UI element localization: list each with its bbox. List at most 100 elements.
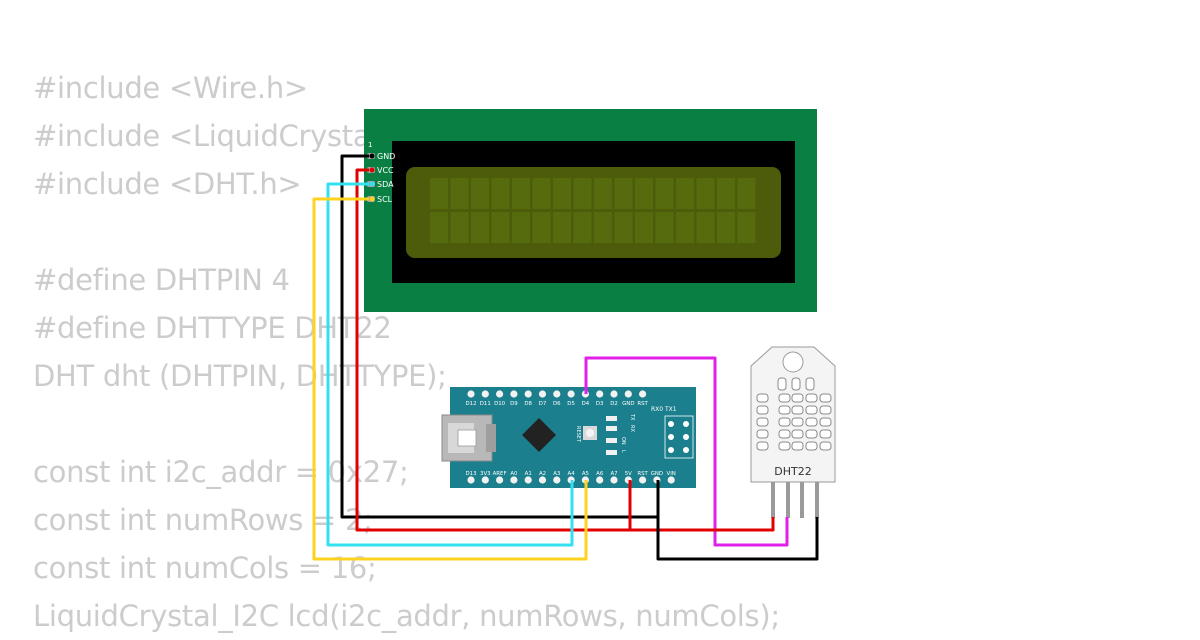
header-pin[interactable] bbox=[467, 390, 475, 398]
dht22-vent bbox=[756, 393, 769, 403]
wire-gnd-dht[interactable] bbox=[656, 490, 819, 561]
lcd-char-cell bbox=[512, 212, 530, 243]
header-pin[interactable] bbox=[639, 476, 647, 484]
dht22-vent bbox=[791, 429, 804, 439]
lcd-char-cell bbox=[676, 212, 694, 243]
microcontroller-chip bbox=[522, 418, 556, 452]
header-pin[interactable] bbox=[524, 476, 532, 484]
lcd-pin1-marker: 1 bbox=[368, 141, 372, 149]
header-pin[interactable] bbox=[596, 390, 604, 398]
header-pin[interactable] bbox=[553, 390, 561, 398]
header-pin[interactable] bbox=[510, 390, 518, 398]
header-pin[interactable] bbox=[596, 476, 604, 484]
code-line: DHT dht (DHTPIN, DHTTYPE); bbox=[33, 359, 447, 393]
lcd-char-cell bbox=[737, 178, 756, 209]
code-line: const int i2c_addr = 0x27; bbox=[33, 455, 409, 489]
dht22-vent bbox=[805, 393, 818, 403]
dht22-label: DHT22 bbox=[774, 465, 811, 478]
header-pin[interactable] bbox=[510, 476, 518, 484]
dht22-vent bbox=[805, 405, 818, 415]
dht22-vent bbox=[819, 405, 832, 415]
led-on bbox=[606, 438, 617, 443]
lcd-char-cell bbox=[553, 178, 571, 209]
header-pin-label: A6 bbox=[596, 471, 604, 477]
dht22-vent bbox=[778, 417, 791, 427]
lcd-char-cell bbox=[737, 212, 756, 243]
lcd-char-cell bbox=[635, 178, 653, 209]
code-line: #include <DHT.h> bbox=[33, 167, 302, 201]
wire-vcc-dht[interactable] bbox=[628, 517, 775, 532]
lcd-char-cell bbox=[635, 212, 653, 243]
led-label-tx: TX bbox=[629, 413, 635, 421]
reset-button[interactable] bbox=[583, 426, 597, 440]
wire-dht-data[interactable] bbox=[584, 356, 789, 547]
header-pin[interactable] bbox=[538, 476, 547, 484]
led-label-on: ON bbox=[620, 437, 626, 445]
header-pin-label: RST bbox=[637, 471, 648, 477]
header-pin[interactable] bbox=[553, 476, 561, 484]
header-pin-label: D6 bbox=[553, 401, 561, 407]
dht22-vent bbox=[778, 393, 791, 403]
wire-sda[interactable] bbox=[326, 182, 574, 547]
icsp-header bbox=[664, 415, 694, 459]
led-label-l: L bbox=[620, 450, 626, 453]
header-pin[interactable] bbox=[639, 390, 647, 398]
dht22-vent bbox=[805, 429, 818, 439]
code-line: LiquidCrystal_I2C lcd(i2c_addr, numRows,… bbox=[33, 599, 780, 633]
header-pin[interactable] bbox=[467, 476, 475, 484]
lcd-pin-label: SCL bbox=[377, 195, 393, 204]
header-pin[interactable] bbox=[624, 390, 632, 398]
lcd-char-cell bbox=[614, 178, 633, 209]
header-pin[interactable] bbox=[481, 390, 489, 398]
header-pin[interactable] bbox=[496, 390, 504, 398]
header-pin[interactable] bbox=[567, 390, 575, 398]
header-pin-label: D4 bbox=[582, 401, 590, 407]
lcd-char-cell bbox=[430, 212, 448, 243]
lcd-char-cell bbox=[696, 178, 715, 209]
lcd-pin-label: SDA bbox=[377, 180, 394, 189]
header-pin-label: A7 bbox=[610, 471, 617, 477]
lcd-char-cell bbox=[676, 178, 694, 209]
header-pin-label: D3 bbox=[596, 401, 604, 407]
code-line: #define DHTPIN 4 bbox=[33, 263, 290, 297]
dht22-vent bbox=[805, 441, 818, 451]
header-pin[interactable] bbox=[610, 390, 618, 398]
dht22-vent-grid bbox=[756, 377, 832, 451]
lcd-char-cell bbox=[512, 178, 530, 209]
lcd-char-cell bbox=[717, 178, 735, 209]
header-pin[interactable] bbox=[496, 476, 504, 484]
lcd-char-cell bbox=[471, 212, 489, 243]
header-pin[interactable] bbox=[524, 390, 532, 398]
lcd-char-cell bbox=[696, 212, 715, 243]
code-line: #include <Wire.h> bbox=[33, 71, 308, 105]
header-pin-label: 3V3 bbox=[480, 471, 491, 477]
header-pin-label: A3 bbox=[553, 471, 560, 477]
wire-vcc-lcd[interactable] bbox=[355, 168, 632, 532]
lcd-char-cell bbox=[450, 178, 469, 209]
header-pin-label: A1 bbox=[525, 471, 532, 477]
header-pin[interactable] bbox=[610, 476, 618, 484]
header-pin[interactable] bbox=[667, 476, 675, 484]
wire-scl[interactable] bbox=[312, 197, 588, 561]
header-pin-label: 5V bbox=[625, 471, 632, 477]
lcd-char-cell bbox=[594, 212, 612, 243]
wire-endpoints bbox=[369, 153, 375, 202]
dht22-mount-hole bbox=[782, 351, 804, 373]
header-pin[interactable] bbox=[538, 390, 547, 398]
dht22-vent bbox=[778, 429, 791, 439]
lcd-char-cell bbox=[471, 178, 489, 209]
header-pin-label: A2 bbox=[539, 471, 546, 477]
lcd-char-cell bbox=[594, 178, 612, 209]
lcd-char-cell bbox=[430, 178, 448, 209]
header-pin-label: A4 bbox=[568, 471, 576, 477]
dht22-vent bbox=[805, 417, 818, 427]
header-pin[interactable] bbox=[481, 476, 489, 484]
dht22-vent bbox=[791, 393, 804, 403]
lcd-module[interactable]: 1 GND VCC SDA SCL bbox=[364, 109, 817, 312]
led-tx bbox=[606, 416, 617, 421]
lcd-pin-label: GND bbox=[377, 152, 395, 161]
header-pin-label: VIN bbox=[667, 471, 676, 477]
dht22-sensor[interactable]: DHT22 bbox=[750, 346, 836, 518]
